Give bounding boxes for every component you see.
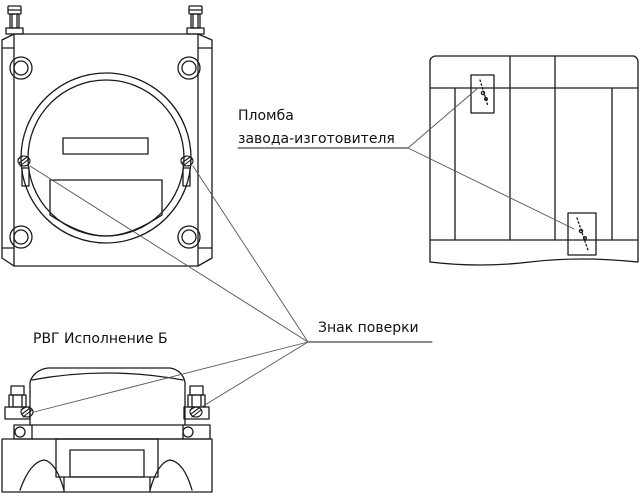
dotted-seal-icon <box>567 212 597 256</box>
seal-label-line2: завода-изготовителя <box>238 131 395 147</box>
front-connector-right <box>186 5 205 35</box>
hatched-mark-icon <box>17 155 31 167</box>
leader-lines <box>29 87 575 413</box>
hatched-mark-icon <box>180 155 194 167</box>
front-connector-left <box>5 5 24 35</box>
seal-label-line1: Пломба <box>238 108 294 124</box>
hatched-mark-icon <box>20 406 34 418</box>
dotted-seal-icon <box>470 74 495 114</box>
bottom-connector-left <box>4 385 31 420</box>
variant-label: РВГ Исполнение Б <box>33 331 168 347</box>
bottom-view-meter <box>1 367 213 493</box>
bottom-connector-right <box>183 385 210 420</box>
latch-right <box>182 167 191 187</box>
verification-mark-label: Знак поверки <box>318 320 419 336</box>
hatched-mark-icon <box>189 406 203 418</box>
side-view-meter <box>429 55 639 266</box>
front-view-meter <box>1 5 213 267</box>
latch-left <box>21 167 30 187</box>
front-bolt-holes <box>9 56 201 249</box>
counter-window <box>62 137 149 155</box>
lower-cover <box>49 179 163 237</box>
